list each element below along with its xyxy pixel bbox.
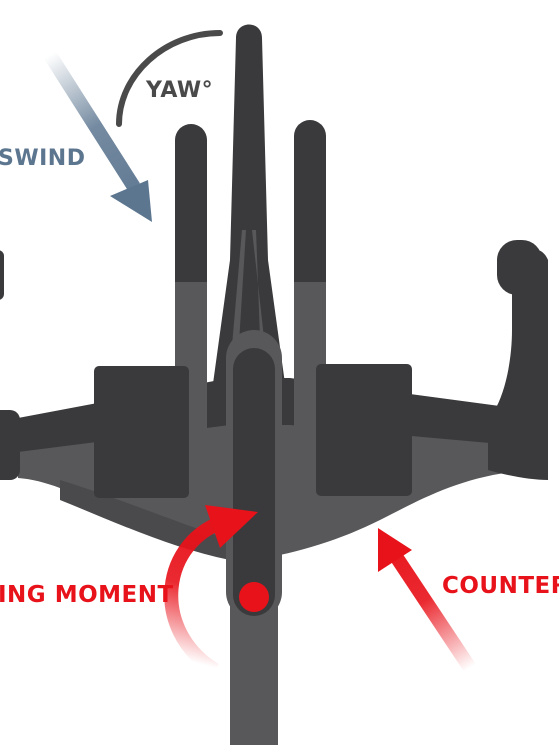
counter-arrow-icon [378, 528, 476, 672]
crosswind-label: SWIND [0, 146, 86, 171]
pivot-point-dot [239, 582, 269, 612]
steering-moment-label: ING MOMENT [0, 582, 174, 608]
right-drop [488, 249, 548, 480]
counter-label: COUNTER [442, 573, 559, 599]
stem-body-inner [233, 348, 275, 616]
left-hood-stub [0, 250, 4, 300]
left-arm-pad [94, 366, 189, 498]
center-spire [208, 24, 290, 420]
right-hood [497, 240, 542, 295]
left-drop [0, 410, 20, 480]
yaw-label: YAW° [146, 78, 214, 103]
steering-arrow-icon [164, 505, 258, 676]
yaw-arc [116, 30, 223, 127]
right-arm-pad [316, 364, 412, 496]
crosswind-arrow-icon [44, 51, 152, 222]
